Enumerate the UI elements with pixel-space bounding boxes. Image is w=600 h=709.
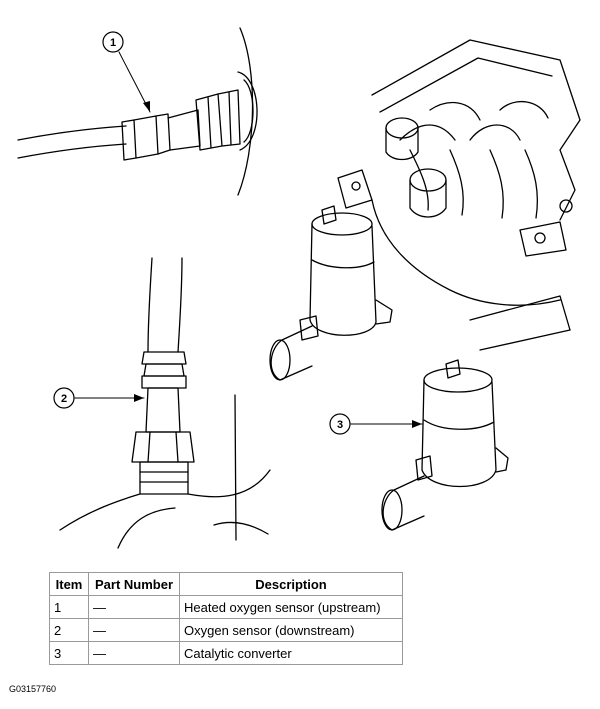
table-row: 2 — Oxygen sensor (downstream) — [49, 618, 403, 642]
row-item: 1 — [49, 595, 89, 619]
table-header-row: Item Part Number Description — [49, 572, 403, 596]
callout-1: 1 — [102, 31, 124, 53]
detail-downstream-sensor — [59, 257, 271, 549]
table-row: 3 — Catalytic converter — [49, 641, 403, 665]
callout-3: 3 — [329, 413, 351, 435]
figure-code: G03157760 — [9, 684, 57, 694]
callout-2: 2 — [53, 387, 75, 409]
parts-table: Item Part Number Description 1 — Heated … — [49, 572, 403, 665]
detail-engine-catalytic-converter — [269, 39, 581, 531]
callout-2-label: 2 — [61, 393, 67, 405]
table-row: 1 — Heated oxygen sensor (upstream) — [49, 595, 403, 619]
row-description: Oxygen sensor (downstream) — [179, 618, 403, 642]
callout-arrowheads — [134, 101, 422, 428]
row-part-number: — — [88, 618, 180, 642]
row-description: Catalytic converter — [179, 641, 403, 665]
row-part-number: — — [88, 595, 180, 619]
header-description: Description — [179, 572, 403, 596]
header-part-number: Part Number — [88, 572, 180, 596]
row-item: 3 — [49, 641, 89, 665]
detail-upstream-sensor — [17, 27, 258, 196]
header-item: Item — [49, 572, 89, 596]
row-part-number: — — [88, 641, 180, 665]
callout-leaders — [74, 51, 423, 425]
callout-1-label: 1 — [110, 37, 116, 49]
exploded-illustration: 1 2 3 — [17, 27, 581, 549]
row-description: Heated oxygen sensor (upstream) — [179, 595, 403, 619]
callout-3-label: 3 — [337, 419, 343, 431]
row-item: 2 — [49, 618, 89, 642]
